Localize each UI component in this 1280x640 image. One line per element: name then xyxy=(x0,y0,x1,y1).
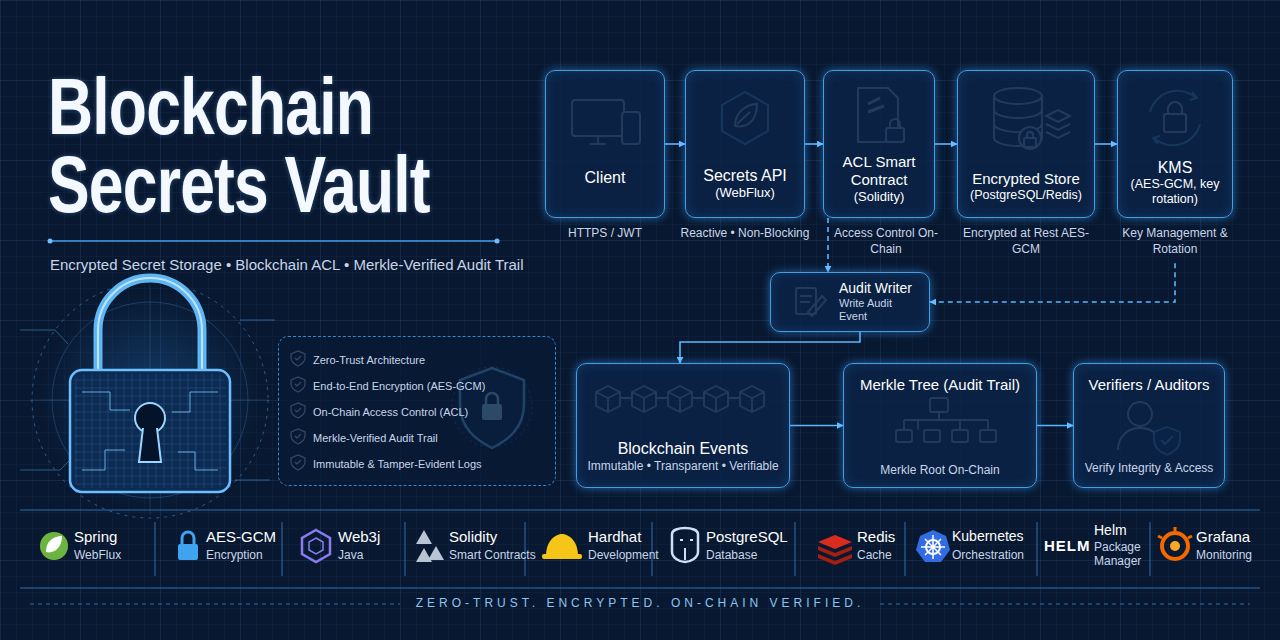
tech-label: Grafana xyxy=(1196,528,1250,546)
flow-arrow xyxy=(935,143,957,145)
box-subtitle: On-Chain Access Control (ACL) xyxy=(313,399,468,425)
box-subtitle: (Solidity) xyxy=(854,189,905,205)
tech-label: Monitoring xyxy=(1196,548,1252,562)
box-caption: Key Management & Rotation xyxy=(1112,226,1238,257)
box-title: Blockchain Events xyxy=(618,439,749,458)
tech-label: Smart Contracts xyxy=(449,548,536,562)
text-stack: Zero-Trust ArchitectureEnd-to-End Encryp… xyxy=(279,337,555,485)
diagram-title: Blockchain Secrets Vault xyxy=(48,68,547,225)
box-caption: Access Control On-Chain xyxy=(818,226,940,257)
box-subtitle: Merkle Root On-Chain xyxy=(880,463,999,477)
logo-text: HELM xyxy=(1044,537,1091,555)
text-stack: Audit WriterWrite Audit Event xyxy=(771,273,929,331)
tech-label: Encryption xyxy=(206,548,263,562)
box-caption: HTTPS / JWT xyxy=(540,226,670,242)
store-box: Encrypted Store(PostgreSQL/Redis)Encrypt… xyxy=(957,70,1095,218)
box-subtitle: Verify Integrity & Access xyxy=(1085,461,1214,475)
text-stack: Client xyxy=(546,71,664,217)
text-stack: ACL Smart Contract(Solidity) xyxy=(824,71,934,217)
tech-label: Spring xyxy=(74,528,117,546)
box-subtitle: (WebFlux) xyxy=(715,185,775,201)
flow-arrow xyxy=(805,143,823,145)
blockchain-events-box: Blockchain EventsImmutable • Transparent… xyxy=(576,363,790,488)
box-title: Zero-Trust Architecture xyxy=(313,347,425,373)
box-caption: Encrypted at Rest AES-GCM xyxy=(952,226,1100,257)
tech-label: Kubernetes xyxy=(952,528,1024,545)
box-subtitle: Merkle-Verified Audit Trail xyxy=(313,425,438,451)
box-subtitle: Immutable • Transparent • Verifiable xyxy=(587,459,778,473)
footer-caption: ZERO-TRUST. ENCRYPTED. ON-CHAIN VERIFIED… xyxy=(0,596,1280,610)
text-stack: Secrets API(WebFlux) xyxy=(686,71,804,217)
flow-arrow xyxy=(1037,425,1073,427)
flow-arrow xyxy=(827,218,829,272)
tech-label: PostgreSQL xyxy=(706,528,788,546)
text-stack: Encrypted Store(PostgreSQL/Redis) xyxy=(958,71,1094,217)
padlock-illustration xyxy=(20,278,275,518)
box-caption: Reactive • Non-Blocking xyxy=(680,226,810,242)
tech-label: Orchestration xyxy=(952,548,1024,562)
tech-label: Hardhat xyxy=(588,528,641,546)
tech-label: Redis xyxy=(857,528,895,546)
merkle-tree-box: Merkle Tree (Audit Trail) Merkle Root On-… xyxy=(843,363,1037,488)
box-title: Verifiers / Auditors xyxy=(1089,376,1210,394)
flow-arrow xyxy=(930,263,1175,302)
text-stack: Blockchain EventsImmutable • Transparent… xyxy=(577,364,789,487)
flow-arrow xyxy=(790,425,843,427)
flow-arrow xyxy=(665,143,685,145)
tech-label: AES-GCM xyxy=(206,528,276,546)
box-title: ACL Smart Contract xyxy=(828,153,930,189)
feature-panel: Zero-Trust ArchitectureEnd-to-End Encryp… xyxy=(278,336,556,486)
box-title: KMS xyxy=(1158,158,1193,177)
box-title: Audit Writer xyxy=(839,280,912,297)
tech-bar xyxy=(20,510,1260,604)
box-subtitle: (PostgreSQL/Redis) xyxy=(970,188,1082,203)
tech-label: Package Manager xyxy=(1094,541,1150,569)
box-title: Encrypted Store xyxy=(972,170,1080,188)
api-box: Secrets API(WebFlux)Reactive • Non-Block… xyxy=(685,70,805,218)
tech-label: Java xyxy=(338,548,363,562)
box-subtitle: Immutable & Tamper-Evident Logs xyxy=(313,451,482,477)
audit-writer-box: Audit WriterWrite Audit Event xyxy=(770,272,930,332)
client-box: ClientHTTPS / JWT xyxy=(545,70,665,218)
text-stack: Merkle Tree (Audit Trail) Merkle Root On-… xyxy=(844,364,1036,487)
verifiers-box: Verifiers / AuditorsVerify Integrity & A… xyxy=(1073,363,1225,488)
title-rule xyxy=(48,239,500,244)
tech-label: Solidity xyxy=(449,528,497,546)
box-subtitle: (AES-GCM, key rotation) xyxy=(1124,177,1226,207)
contract-box: ACL Smart Contract(Solidity)Access Contr… xyxy=(823,70,935,218)
text-stack: KMS(AES-GCM, key rotation) xyxy=(1118,71,1232,217)
box-subtitle: End-to-End Encryption (AES-GCM) xyxy=(313,373,485,399)
text-stack: Verifiers / AuditorsVerify Integrity & A… xyxy=(1074,364,1224,487)
flow-arrow xyxy=(680,332,860,363)
subtitle: Encrypted Secret Storage • Blockchain AC… xyxy=(50,256,524,274)
box-title: Client xyxy=(585,168,626,187)
tech-label: Development xyxy=(588,548,659,562)
tech-label: Web3j xyxy=(338,528,380,546)
tech-label: WebFlux xyxy=(74,548,121,562)
tech-label: Helm xyxy=(1094,522,1127,539)
flow-arrow xyxy=(1095,143,1117,145)
tech-label: Database xyxy=(706,548,757,562)
box-subtitle: Write Audit Event xyxy=(839,297,923,323)
tech-label: Cache xyxy=(857,548,892,562)
box-title: Secrets API xyxy=(703,166,787,185)
kms-box: KMS(AES-GCM, key rotation)Key Management… xyxy=(1117,70,1233,218)
box-title: Merkle Tree (Audit Trail) xyxy=(860,376,1020,394)
